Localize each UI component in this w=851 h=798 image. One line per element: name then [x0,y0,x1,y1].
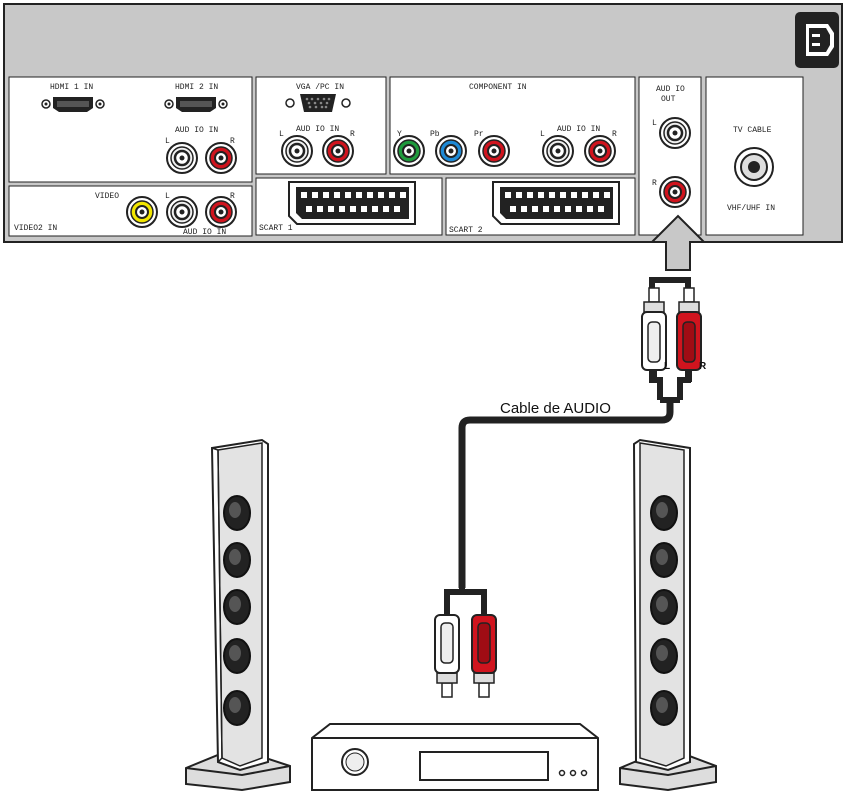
video-audio-l-jack [165,195,199,229]
audio-in-1-l-jack [165,141,199,175]
scart1-label: SCART 1 [259,224,293,233]
audio-out-box [638,76,702,236]
power-socket-icon [795,12,839,68]
comp-pr-jack [478,135,510,167]
audio-in-3-l: L [540,130,545,139]
audio-out-r-jack [659,176,691,208]
right-driver-3 [650,589,678,625]
vga-label: VGA /PC IN [296,83,344,92]
video-jack [126,196,158,228]
plug-red-bottom [471,602,497,698]
vhf-uhf-label: VHF/UHF IN [727,204,775,213]
scart2-port [492,181,620,225]
left-driver-3 [223,589,251,625]
right-driver-2 [650,542,678,578]
audio-in-2-label: AUD IO IN [296,125,339,134]
comp-y-jack [393,135,425,167]
comp-pb-label: Pb [430,130,440,139]
right-driver-5 [650,690,678,726]
scart2-label: SCART 2 [449,226,483,235]
vga-port [285,94,351,112]
bottom-plug-pair [434,602,497,698]
component-label: COMPONENT IN [469,83,527,92]
antenna-jack [734,147,774,187]
right-driver-1 [650,495,678,531]
audio-in-1-label: AUD IO IN [175,126,218,135]
plug-l-label: L [664,361,670,372]
audio-in-2-r: R [350,130,355,139]
cable-label: Cable de AUDIO [500,400,611,417]
plug-white-top [641,287,667,383]
audio-in-3-label: AUD IO IN [557,125,600,134]
audio-in-2-l: L [279,130,284,139]
comp-pb-jack [435,135,467,167]
right-driver-4 [650,638,678,674]
vga-box [255,76,387,175]
video-l: L [165,192,170,201]
audio-in-3-r: R [612,130,617,139]
left-driver-4 [223,638,251,674]
top-plug-pair: L R [641,287,707,383]
audio-in-1-r: R [230,137,235,146]
hdmi1-label: HDMI 1 IN [50,83,93,92]
audio-in-3-l-jack [541,134,575,168]
audio-out-l-jack [658,116,692,150]
plug-red-top [676,287,702,383]
left-driver-1 [223,495,251,531]
tv-cable-label: TV CABLE [733,126,772,135]
audio-in-4-label: AUD IO IN [183,228,226,237]
audio-in-2-l-jack [280,134,314,168]
scart1-port [288,181,416,225]
plug-r-label: R [699,361,707,372]
video-audio-r-jack [205,196,237,228]
right-speaker [619,438,717,792]
audio-in-1-l: L [165,137,170,146]
video2-label: VIDEO2 IN [14,224,57,233]
audio-out-l: L [652,119,657,128]
audio-in-2-r-jack [322,135,354,167]
hdmi2-label: HDMI 2 IN [175,83,218,92]
video-r: R [230,192,235,201]
audio-receiver [311,723,599,791]
audio-out-r: R [652,179,657,188]
audio-in-1-r-jack [205,142,237,174]
tv-back-panel: HDMI 1 IN HDMI 2 IN AUD IO IN L R VIDEO … [3,3,843,243]
left-driver-2 [223,542,251,578]
arrow-up-icon [649,214,707,271]
video-label: VIDEO [95,192,119,201]
plug-white-bottom [434,602,460,698]
audio-out-label-2: OUT [661,95,676,104]
comp-y-label: Y [397,130,402,139]
left-driver-5 [223,690,251,726]
audio-out-label-1: AUD IO [656,85,685,94]
receiver-display [419,751,549,781]
audio-in-3-r-jack [584,135,616,167]
left-speaker [185,438,291,792]
comp-pr-label: Pr [474,130,484,139]
